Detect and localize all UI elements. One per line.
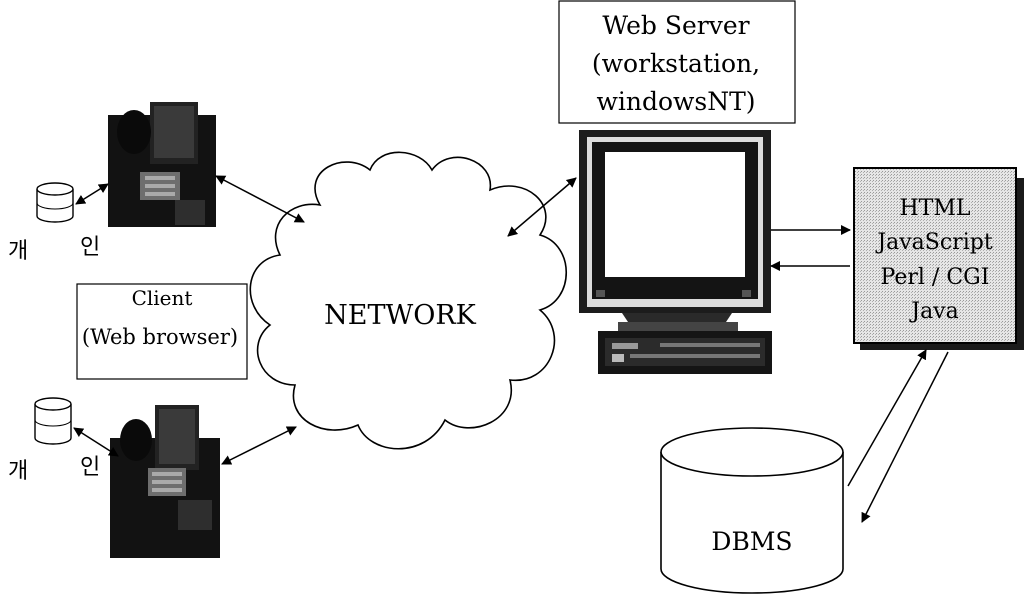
arrow-pdb-bottom-to-client [73,427,119,457]
arrow-tech-to-dbms [861,351,949,523]
arrow-client-top-to-network [215,175,305,223]
network-label: NETWORK [324,300,477,331]
dbms-label: DBMS [711,527,792,556]
web-server-label-box: Web Server (workstation, windowsNT) [558,0,796,124]
dbms-cylinder: DBMS [660,427,844,594]
web-server-line2: (workstation, [592,49,760,78]
tech-item-perl-cgi: Perl / CGI [881,265,990,290]
tech-item-html: HTML [900,196,971,221]
tech-item-java: Java [909,299,958,324]
personal-db-bottom-icon [34,397,72,445]
client-label-box: Client (Web browser) [76,283,248,380]
web-server-title: Web Server [602,11,749,40]
arrow-network-to-server [507,177,577,237]
arrow-dbms-to-tech [847,349,927,487]
technology-box: HTML JavaScript Perl / CGI Java [853,167,1024,350]
person-bottom-char1: 개 [8,459,28,484]
arrow-client-bottom-to-network [221,426,297,465]
client-user-top-icon [108,102,216,227]
person-top-char1: 개 [8,239,28,264]
client-user-bottom-icon [110,405,220,558]
person-top-char2: 인 [80,235,100,260]
tech-item-javascript: JavaScript [875,230,993,255]
person-bottom-char2: 인 [80,455,100,480]
web-server-computer-icon [579,130,772,374]
network-cloud: NETWORK [249,151,568,450]
client-line1: Client [132,286,193,310]
arrow-pdb-top-to-client [75,183,109,205]
connectors [73,175,949,523]
personal-db-top-icon [36,182,74,223]
web-server-line3: windowsNT) [596,87,755,116]
client-line2: (Web browser) [82,325,238,349]
